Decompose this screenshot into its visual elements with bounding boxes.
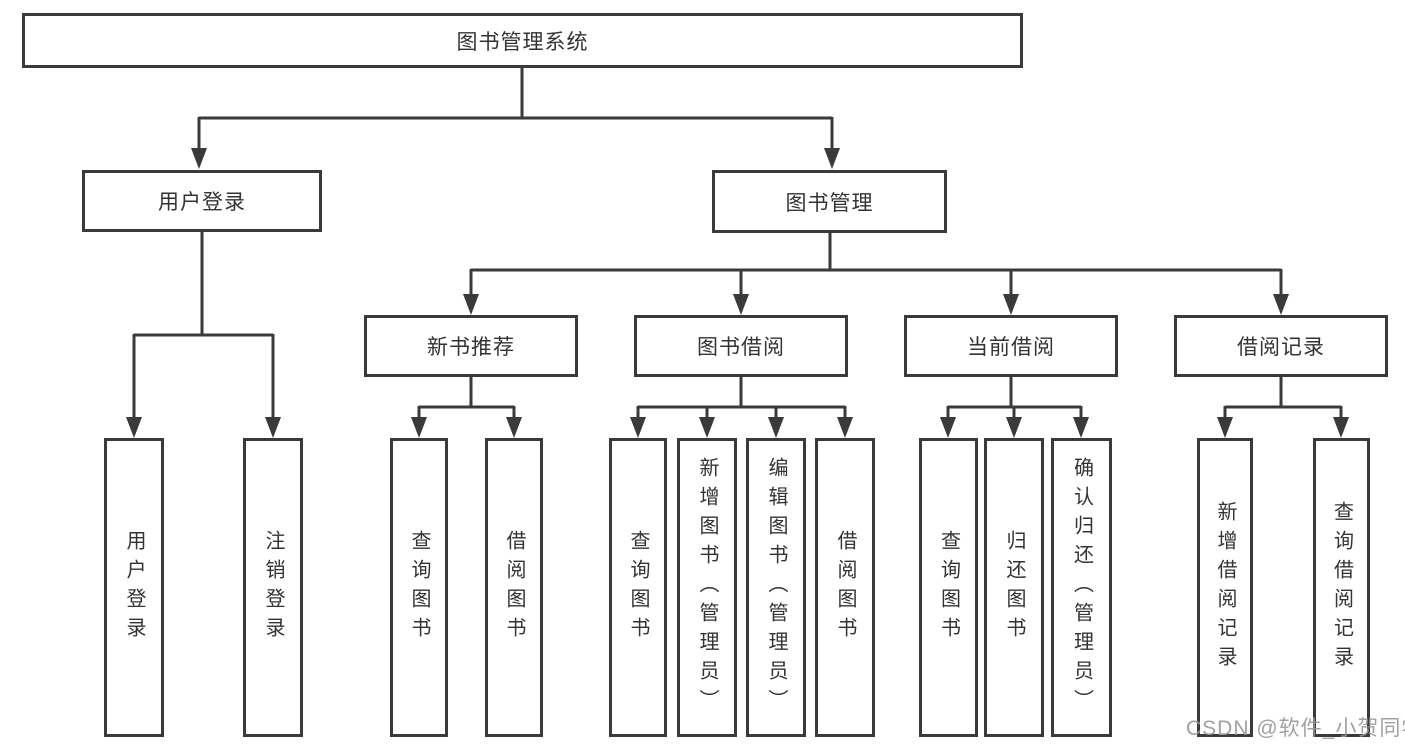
node-borrow-record-label: 借阅记录 — [1237, 336, 1325, 359]
leaf-query-book-borrow: 查询图书 — [609, 438, 667, 737]
leaf-query-borrow-record-label: 查询借阅记录 — [1330, 500, 1353, 675]
leaf-add-borrow-record: 新增借阅记录 — [1197, 438, 1253, 737]
connector-book-borrow — [636, 377, 847, 419]
connector-book-management — [469, 233, 1283, 296]
leaf-query-book-current-label: 查询图书 — [937, 529, 960, 646]
node-new-book-recommend: 新书推荐 — [364, 315, 578, 377]
leaf-logout-label: 注销登录 — [262, 529, 284, 646]
leaf-add-book-admin: 新增图书（管理员） — [677, 438, 737, 737]
leaf-borrow-book-recommend: 借阅图书 — [485, 438, 543, 737]
node-book-management: 图书管理 — [712, 170, 947, 233]
leaf-confirm-return-admin-label: 确认归还（管理员） — [1070, 457, 1093, 718]
arrowheads — [126, 148, 1349, 438]
node-user-login-label: 用户登录 — [158, 191, 246, 214]
node-user-login: 用户登录 — [82, 170, 322, 232]
leaf-logout: 注销登录 — [243, 438, 303, 737]
leaf-borrow-book-recommend-label: 借阅图书 — [503, 529, 525, 646]
leaf-return-book-label: 归还图书 — [1003, 529, 1025, 646]
leaf-add-book-admin-label: 新增图书（管理员） — [696, 457, 718, 718]
leaf-query-book-borrow-label: 查询图书 — [627, 529, 649, 646]
connector-current-borrow — [946, 377, 1083, 419]
leaf-edit-book-admin: 编辑图书（管理员） — [746, 438, 806, 737]
node-current-borrow: 当前借阅 — [904, 315, 1118, 377]
node-book-borrow: 图书借阅 — [634, 315, 848, 377]
node-book-management-label: 图书管理 — [785, 191, 874, 215]
node-current-borrow-label: 当前借阅 — [967, 336, 1055, 359]
leaf-edit-book-admin-label: 编辑图书（管理员） — [765, 457, 787, 718]
leaf-borrow-book-label: 借阅图书 — [834, 529, 856, 646]
leaf-query-borrow-record: 查询借阅记录 — [1313, 438, 1370, 737]
node-root-system: 图书管理系统 — [22, 13, 1023, 68]
leaf-confirm-return-admin: 确认归还（管理员） — [1051, 438, 1112, 737]
leaf-query-book-recommend-label: 查询图书 — [408, 529, 430, 646]
leaf-user-login: 用户登录 — [104, 438, 164, 737]
connector-root — [197, 68, 834, 150]
csdn-watermark: CSDN @软件_小贺同学 — [1186, 712, 1405, 742]
node-root-system-label: 图书管理系统 — [456, 30, 589, 54]
node-new-book-recommend-label: 新书推荐 — [427, 336, 515, 359]
leaf-return-book: 归还图书 — [984, 438, 1044, 737]
connector-borrow-record — [1223, 377, 1343, 419]
leaf-query-book-recommend: 查询图书 — [390, 438, 448, 737]
node-book-borrow-label: 图书借阅 — [697, 336, 785, 359]
leaf-query-book-current: 查询图书 — [919, 438, 978, 737]
leaf-add-borrow-record-label: 新增借阅记录 — [1214, 500, 1236, 675]
connector-new-book — [417, 377, 516, 419]
leaf-user-login-label: 用户登录 — [123, 529, 145, 646]
leaf-borrow-book: 借阅图书 — [815, 438, 875, 737]
csdn-watermark-text: CSDN @软件_小贺同学 — [1186, 717, 1405, 740]
connector-user-login — [132, 232, 275, 419]
node-borrow-record: 借阅记录 — [1174, 315, 1388, 377]
